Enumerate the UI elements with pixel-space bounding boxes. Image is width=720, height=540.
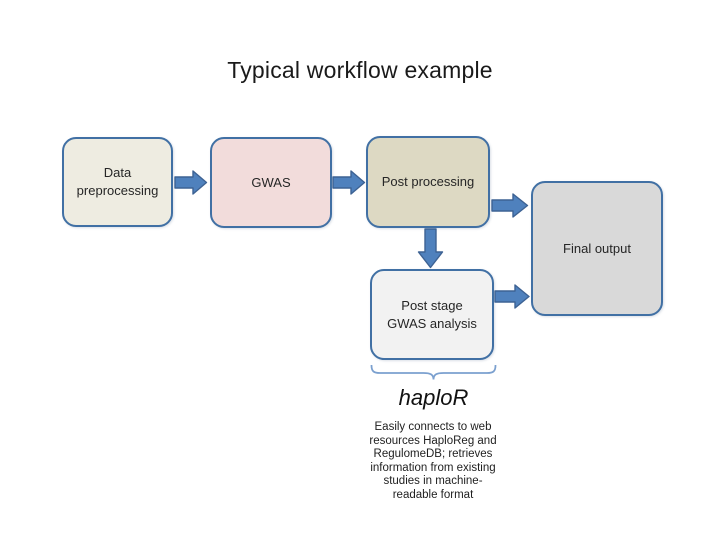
arrow-postprocessing-to-poststage-icon (417, 228, 444, 269)
node-post-stage-gwas-analysis: Post stage GWAS analysis (370, 269, 494, 360)
node-label: Final output (563, 240, 631, 256)
node-label: Post stage GWAS analysis (387, 297, 477, 331)
node-label: Data preprocessing (76, 165, 159, 198)
node-post-processing: Post processing (366, 136, 490, 228)
curly-brace-icon (370, 365, 497, 380)
node-final-output: Final output (531, 181, 663, 316)
arrow-preprocessing-to-gwas-icon (174, 170, 208, 195)
node-data-preprocessing: Data preprocessing (62, 137, 173, 227)
package-description: Easily connects to web resources HaploRe… (369, 421, 497, 501)
package-name-label: haploR (398, 385, 469, 410)
arrow-postprocessing-to-final-icon (491, 193, 529, 218)
arrow-poststage-to-final-icon (494, 284, 530, 309)
node-label: Post processing (381, 174, 475, 190)
node-label: GWAS (251, 174, 291, 190)
node-gwas: GWAS (210, 137, 332, 228)
arrow-gwas-to-postprocessing-icon (332, 170, 366, 195)
diagram-title: Typical workflow example (227, 57, 493, 83)
